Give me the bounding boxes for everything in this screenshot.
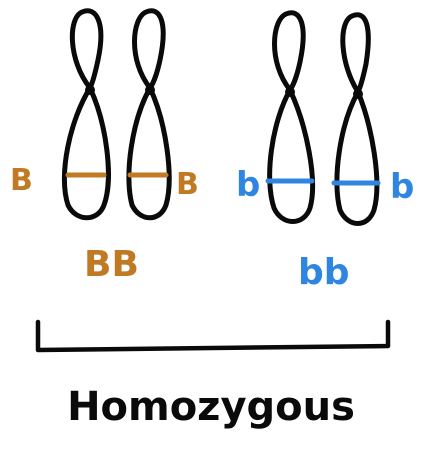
allele-label-right-recessive: b [390, 167, 414, 207]
genotype-label-dominant: BB [84, 244, 139, 285]
grouping-bracket [35, 319, 391, 353]
centromere [353, 89, 363, 99]
chromosome-pair-recessive [265, 10, 381, 226]
centromere [285, 87, 295, 97]
chromosome-right-dominant [126, 8, 172, 221]
chromosome-left-recessive [267, 10, 315, 224]
chromosome-right-recessive [334, 12, 380, 226]
allele-label-left-recessive: b [236, 165, 260, 205]
centromere [145, 85, 155, 95]
caption-homozygous: Homozygous [67, 384, 355, 430]
genotype-label-recessive: bb [298, 252, 350, 293]
allele-label-right-dominant: B [176, 167, 199, 202]
allele-label-left-dominant: B [10, 163, 33, 198]
chromosome-left-dominant [61, 8, 111, 221]
chromosome-pair-dominant [61, 8, 172, 221]
centromere [85, 85, 95, 95]
